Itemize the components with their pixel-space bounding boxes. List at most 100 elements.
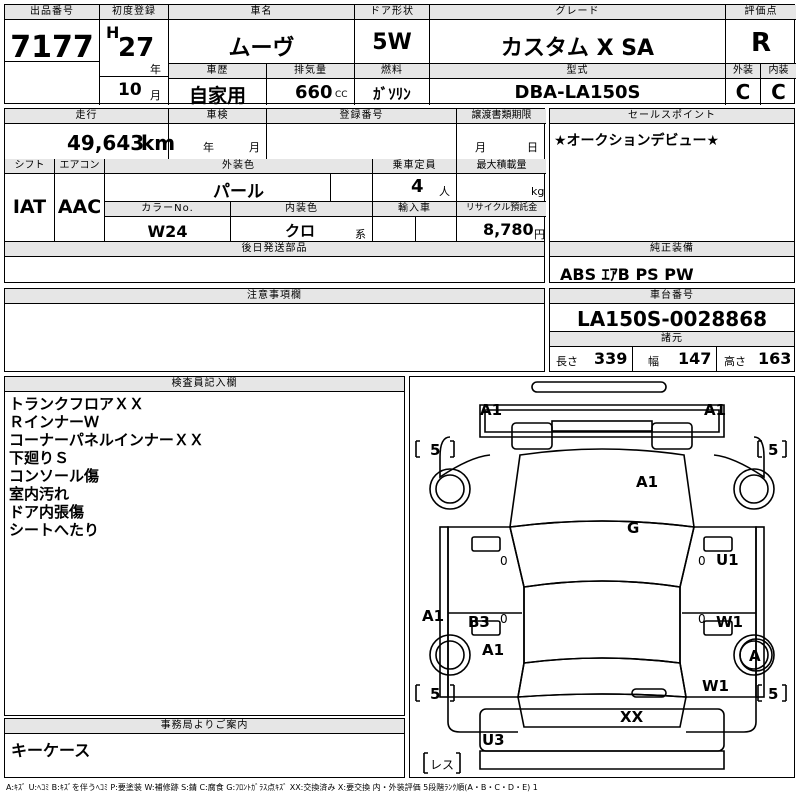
inspector-line: トランクフロアＸＸ xyxy=(9,395,145,413)
transfer-day-unit: 日 xyxy=(527,141,538,154)
max-load-unit: kg xyxy=(531,185,545,198)
mark-a1-front-right: A1 xyxy=(704,401,726,419)
history: 自家用 xyxy=(188,85,246,107)
lot-label: 出品番号 xyxy=(5,5,99,20)
fuel-cell: 燃料 ｶﾞｿﾘﾝ xyxy=(355,63,430,105)
header-box: 出品番号 7177 初度登録 H 27 年 10 月 車名 ムーヴ ドア形状 5… xyxy=(4,4,796,107)
displacement-unit: CC xyxy=(335,90,348,100)
inspector-line: コンソール傷 xyxy=(9,467,100,485)
import-cell: 輸入車 xyxy=(373,201,457,243)
inspection-label: 車検 xyxy=(169,109,266,124)
width: 147 xyxy=(678,349,712,368)
office-label: 事務局よりご案内 xyxy=(5,719,404,734)
month-unit: 月 xyxy=(150,89,161,102)
ext-color-label: 外装色 xyxy=(105,159,372,174)
ac-cell: エアコン AAC xyxy=(55,159,105,243)
reg-no-label: 登録番号 xyxy=(267,109,456,124)
length: 339 xyxy=(594,349,628,368)
inspector-line: 下廻りＳ xyxy=(9,449,70,467)
transfer-month-unit: 月 xyxy=(475,141,486,154)
year-unit: 年 xyxy=(150,63,161,76)
ext-label: 外装 xyxy=(726,64,760,79)
inspector-line: ドア内張傷 xyxy=(9,503,85,521)
door-mark-left-front: 0 xyxy=(500,554,508,568)
shift-label: シフト xyxy=(5,159,54,174)
recycle-label: リサイクル預託金 xyxy=(457,202,546,217)
mark-a-right-tire: A xyxy=(749,647,761,665)
tire-depth-front-left: 5 xyxy=(430,441,440,459)
door-mark-left-rear: 0 xyxy=(500,612,508,626)
mark-u3-rear: U3 xyxy=(482,731,505,749)
color-no: W24 xyxy=(147,222,188,241)
int-color-cell: 内装色 クロ 系 xyxy=(231,201,373,243)
height-label: 高さ xyxy=(724,355,746,368)
later-parts-box: 後日発送部品 xyxy=(4,241,545,283)
chassis-number: LA150S-0028868 xyxy=(576,307,768,331)
door-mark-right-front: 0 xyxy=(698,554,706,568)
model: DBA-LA150S xyxy=(514,82,641,103)
insp-year-unit: 年 xyxy=(203,141,214,154)
legend-text: A:ｷｽﾞ U:ﾍｺﾐ B:ｷｽﾞを伴うﾍｺﾐ P:要塗装 W:補修跡 S:錆 … xyxy=(6,783,538,792)
grade: カスタム X SA xyxy=(500,36,655,61)
ext-color-cell: 外装色 パール xyxy=(105,159,373,202)
reg-year: 27 xyxy=(118,33,155,63)
inspector-line: コーナーパネルインナーＸＸ xyxy=(9,431,204,449)
recycle-unit: 円 xyxy=(534,228,545,241)
width-label: 幅 xyxy=(648,355,659,368)
recycle: 8,780 xyxy=(483,220,534,239)
height: 163 xyxy=(758,349,792,368)
int-color-unit: 系 xyxy=(355,228,366,241)
int-grade-cell: 内装 C xyxy=(761,63,796,105)
lot-cell: 出品番号 7177 xyxy=(5,5,100,105)
first-reg-label: 初度登録 xyxy=(100,5,168,20)
transfer-cell: 譲渡書類期限 月 日 xyxy=(457,109,546,159)
inspector-lines: トランクフロアＸＸ ＲインナーＷ コーナーパネルインナーＸＸ 下廻りＳ コンソー… xyxy=(5,392,404,539)
tire-depth-rear-right: 5 xyxy=(768,685,778,703)
shift: IAT xyxy=(12,196,47,218)
notes-label: 注意事項欄 xyxy=(5,289,544,304)
first-reg-cell: 初度登録 H 27 年 10 月 xyxy=(100,5,169,105)
mileage: 49,643 xyxy=(67,131,145,155)
ac-label: エアコン xyxy=(55,159,104,174)
inspector-line: ＲインナーＷ xyxy=(9,413,100,431)
capacity-cell: 乗車定員 4 人 xyxy=(373,159,457,201)
chassis-label: 車台番号 xyxy=(550,289,794,304)
mark-a1-left-door: A1 xyxy=(482,641,504,659)
int-label: 内装 xyxy=(761,64,796,79)
displacement-cell: 排気量 660 CC xyxy=(267,63,355,105)
transfer-label: 譲渡書類期限 xyxy=(457,109,546,124)
mileage-cell: 走行 49,643 km xyxy=(5,109,175,159)
inspector-line: 室内汚れ xyxy=(9,485,70,503)
spare-less-label: レス xyxy=(430,758,454,772)
car-diagram-box: A1 A1 A1 G U1 W1 A1 B3 A1 A W1 XX U3 5 5… xyxy=(409,376,795,778)
mark-w1-right-door: W1 xyxy=(716,613,743,631)
car-name-label: 車名 xyxy=(169,5,354,20)
equipment-box: 純正装備 ABS ｴｱB PS PW xyxy=(549,241,795,284)
shift-cell: シフト IAT xyxy=(5,159,55,243)
office-text: キーケース xyxy=(11,741,91,760)
int-color: クロ xyxy=(285,222,316,240)
ac: AAC xyxy=(57,196,102,218)
equipment-label: 純正装備 xyxy=(550,242,794,257)
door-cell: ドア形状 5W xyxy=(355,5,430,63)
ext-grade: C xyxy=(735,80,751,104)
fuel-label: 燃料 xyxy=(355,64,429,79)
sales-point-text: ★オークションデビュー★ xyxy=(554,133,720,149)
era: H xyxy=(106,23,120,42)
grade-cell: グレード カスタム X SA xyxy=(430,5,726,63)
door-type: 5W xyxy=(372,30,412,55)
office-box: 事務局よりご案内 キーケース xyxy=(4,718,405,778)
mileage-unit: km xyxy=(141,131,176,155)
displacement: 660 xyxy=(295,82,333,103)
chassis-box: 車台番号 LA150S-0028868 諸元 長さ 339 幅 147 高さ 1… xyxy=(549,288,795,372)
displacement-label: 排気量 xyxy=(267,64,354,79)
fuel: ｶﾞｿﾘﾝ xyxy=(373,85,411,103)
inspection-cell: 車検 年 月 xyxy=(169,109,267,159)
sales-point-box: セールスポイント ★オークションデビュー★ xyxy=(549,108,795,242)
dims-label: 諸元 xyxy=(550,331,794,347)
tire-depth-front-right: 5 xyxy=(768,441,778,459)
sales-point-label: セールスポイント xyxy=(550,109,794,124)
length-label: 長さ xyxy=(556,355,578,368)
grade-label: グレード xyxy=(430,5,725,20)
insp-month-unit: 月 xyxy=(249,141,260,154)
